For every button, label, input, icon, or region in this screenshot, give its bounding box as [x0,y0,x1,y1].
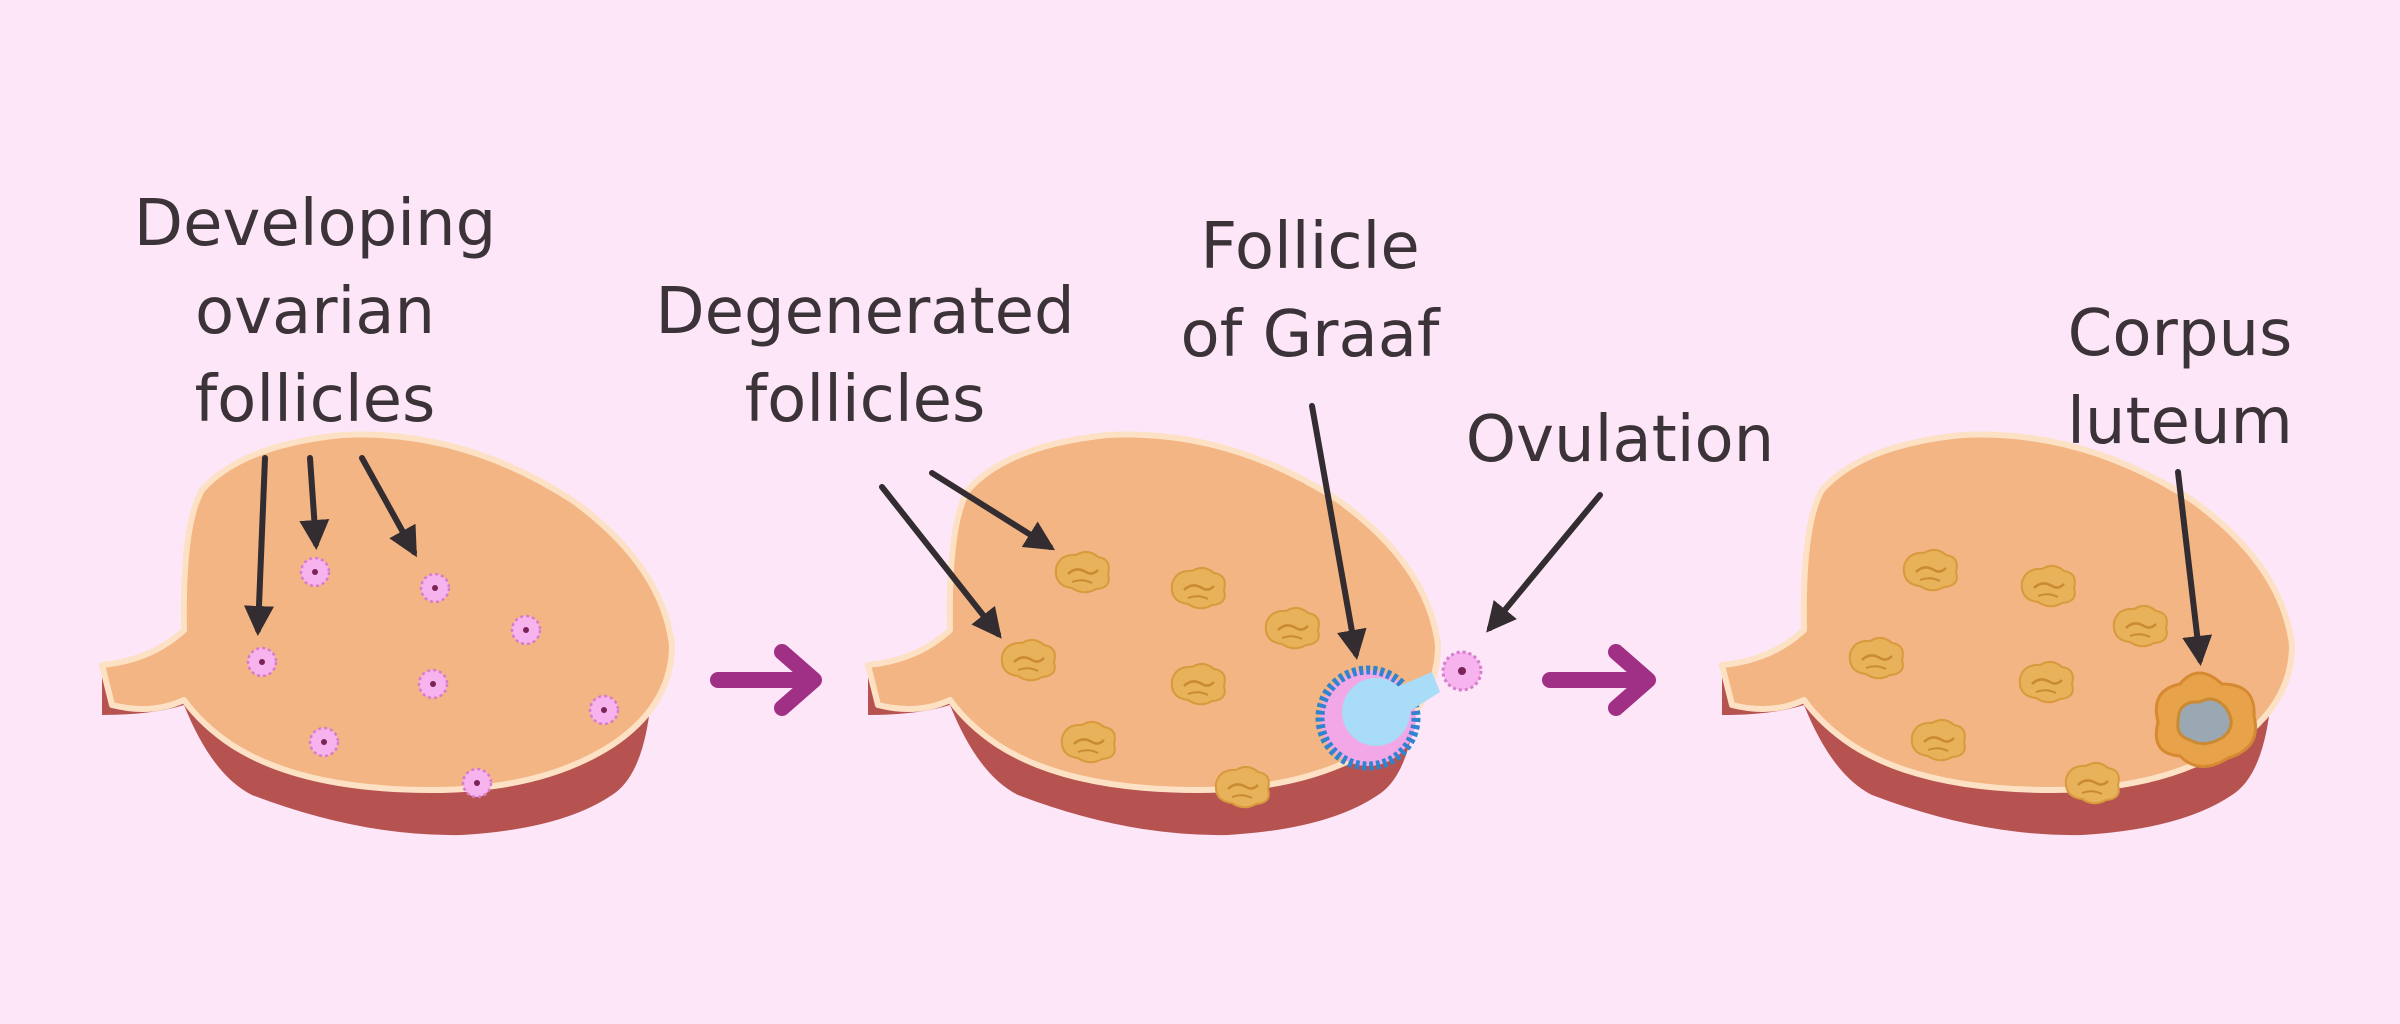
released-ovum [1441,650,1483,692]
label-line: follicles [744,363,986,437]
label-line: Degenerated [655,275,1075,349]
label-line: ovarian [194,275,436,349]
ovary-developing [102,435,672,836]
developing-follicle [308,726,340,758]
pointer-arrow [359,455,417,558]
degenerated-follicle [1060,720,1117,764]
pointer-arrow [1486,492,1603,633]
developing-follicle [419,572,451,604]
label-line: luteum [2067,385,2293,459]
degenerated-follicle [2112,604,2169,648]
pointer-arrow [879,484,1002,639]
pointer-arrow [299,455,330,550]
degenerated-follicle [2018,660,2075,704]
pointer-arrow [1309,403,1367,660]
degenerated-follicle [1170,566,1227,610]
stage-arrow-2 [1542,644,1656,716]
label-degenerated-follicles: Degenerated follicles [645,268,1085,444]
label-line: Developing [133,187,497,261]
degenerated-follicle [1910,718,1967,762]
degenerated-follicle [1214,765,1271,809]
developing-follicle [510,614,542,646]
developing-follicle [246,646,278,678]
label-line: follicles [194,363,436,437]
pointer-arrow [243,455,274,636]
corpus-luteum [2154,671,2257,768]
developing-follicle [417,668,449,700]
label-line: Ovulation [1465,403,1775,477]
developing-follicle [588,694,620,726]
graafian-follicle [1315,665,1440,771]
degenerated-follicle [1902,548,1959,592]
degenerated-follicle [1000,638,1057,682]
degenerated-follicle [2020,564,2077,608]
label-corpus-luteum: Corpus luteum [2030,290,2330,466]
developing-follicle [461,767,493,799]
degenerated-follicle [1264,606,1321,650]
label-follicle-of-graaf: Follicle of Graaf [1140,203,1480,379]
degenerated-follicle [1170,662,1227,706]
degenerated-follicle [1848,636,1905,680]
degenerated-follicle [1054,550,1111,594]
degenerated-follicle [2064,761,2121,805]
label-line: of Graaf [1180,298,1440,372]
pointer-arrow [2175,469,2213,666]
stage-arrow-1 [710,644,822,716]
label-ovulation: Ovulation [1440,396,1800,484]
pointer-arrows [243,403,2213,666]
label-line: Corpus [2067,297,2293,371]
ovary-luteal [1722,435,2292,836]
pointer-arrow [929,470,1056,551]
developing-follicle [299,556,331,588]
label-line: Follicle [1200,210,1420,284]
label-developing-follicles: Developing ovarian follicles [110,180,520,444]
